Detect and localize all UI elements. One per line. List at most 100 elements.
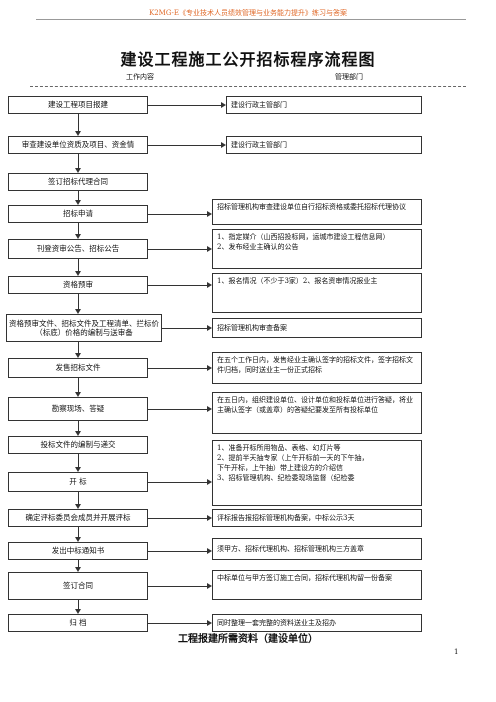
arrow-right-icon bbox=[207, 282, 212, 288]
dept-box: 1、报名情况（不少于3家）2、报名资审情况报业主 bbox=[212, 273, 422, 313]
connector-line bbox=[148, 586, 207, 587]
step-box: 招标申请 bbox=[8, 205, 148, 223]
connector-line bbox=[148, 105, 221, 106]
arrow-right-icon bbox=[207, 246, 212, 252]
step-box: 审查建设单位资质及项目、资金情 bbox=[8, 136, 148, 154]
connector-line bbox=[78, 421, 79, 431]
step-box: 资格预审文件、招标文件及工程清单、拦标价（标底）价格的编制与送审备 bbox=[6, 314, 162, 342]
arrow-down-icon bbox=[75, 168, 81, 173]
arrow-down-icon bbox=[75, 234, 81, 239]
arrow-right-icon bbox=[207, 211, 212, 217]
connector-line bbox=[78, 259, 79, 271]
arrow-right-icon bbox=[207, 406, 212, 412]
arrow-down-icon bbox=[75, 353, 81, 358]
dept-box: 建设行政主管部门 bbox=[226, 136, 422, 154]
connector-line bbox=[78, 560, 79, 567]
dept-text: 在五个工作日内，发售经业主确认签字的招标文件，签字招标文件归档，同时送业主一份正… bbox=[217, 356, 413, 375]
arrow-right-icon bbox=[207, 548, 212, 554]
connector-line bbox=[148, 249, 207, 250]
arrow-right-icon bbox=[221, 142, 226, 148]
step-box: 签订合同 bbox=[8, 572, 148, 600]
arrow-right-icon bbox=[207, 365, 212, 371]
page-number: 1 bbox=[454, 648, 459, 656]
connector-line bbox=[78, 527, 79, 537]
dept-text: 2、发布经业主确认的公告 bbox=[217, 243, 299, 252]
step-box: 发售招标文件 bbox=[8, 358, 148, 378]
dept-text: 2、提前半天抽专家（上午开标前一天的下午抽， bbox=[217, 454, 369, 463]
arrow-right-icon bbox=[207, 583, 212, 589]
dept-text: 评标报告报招标管理机构备案，中标公示3天 bbox=[217, 513, 355, 522]
arrow-down-icon bbox=[75, 567, 81, 572]
dept-text: 中标单位与甲方签订施工合同，招标代理机构留一份备案 bbox=[217, 574, 392, 582]
arrow-down-icon bbox=[75, 504, 81, 509]
dept-text: 1、报名情况（不少于3家）2、报名资审情况报业主 bbox=[217, 277, 378, 285]
step-box: 建设工程项目报建 bbox=[8, 96, 148, 114]
dept-box: 1、准备开标所用物品、表格、幻灯片等 2、提前半天抽专家（上午开标前一天的下午抽，… bbox=[212, 440, 422, 506]
dept-text: 招标管理机构审查备案 bbox=[217, 323, 287, 332]
page-header: K2MG-E《专业技术人员绩效管理与业务能力提升》练习与答案 bbox=[148, 9, 348, 17]
dept-text: 建设行政主管部门 bbox=[231, 100, 287, 109]
arrow-down-icon bbox=[75, 431, 81, 436]
arrow-right-icon bbox=[207, 325, 212, 331]
connector-line bbox=[162, 328, 207, 329]
dept-text: 须甲方、招标代理机构、招标管理机构三方盖章 bbox=[217, 544, 364, 553]
dept-text: 招标管理机构审查建设单位自行招标资格或委托招标代理协议 bbox=[217, 203, 406, 211]
connector-line bbox=[78, 191, 79, 200]
step-box: 刊登资审公告、招标公告 bbox=[8, 239, 148, 259]
dept-box: 中标单位与甲方签订施工合同，招标代理机构留一份备案 bbox=[212, 570, 422, 600]
connector-line bbox=[78, 600, 79, 609]
dept-box: 1、指定媒介（山西招投标网，运城市建设工程信息网）2、发布经业主确认的公告 bbox=[212, 229, 422, 269]
connector-line bbox=[78, 114, 79, 131]
connector-line bbox=[78, 378, 79, 392]
connector-line bbox=[78, 223, 79, 234]
dept-box: 在五日内，组织建设单位、设计单位和投标单位进行答疑，将业主确认签字（或盖章）的答… bbox=[212, 392, 422, 434]
step-box: 投标文件的编制与递交 bbox=[8, 436, 148, 454]
arrow-right-icon bbox=[207, 479, 212, 485]
column-label-work: 工作内容 bbox=[126, 73, 154, 81]
connector-line bbox=[148, 285, 207, 286]
connector-line bbox=[148, 368, 207, 369]
column-label-dept: 管理部门 bbox=[335, 73, 363, 81]
arrow-down-icon bbox=[75, 537, 81, 542]
step-box: 确定评标委员会成员并开展评标 bbox=[8, 509, 148, 527]
connector-line bbox=[148, 145, 221, 146]
arrow-down-icon bbox=[75, 392, 81, 397]
header-rule bbox=[36, 19, 466, 20]
arrow-down-icon bbox=[75, 609, 81, 614]
dashed-divider bbox=[30, 86, 466, 87]
dept-text: 在五日内，组织建设单位、设计单位和投标单位进行答疑，将业主确认签字（或盖章）的答… bbox=[217, 396, 413, 415]
connector-line bbox=[148, 551, 207, 552]
step-box: 归 档 bbox=[8, 614, 148, 632]
connector-line bbox=[148, 482, 207, 483]
dept-box: 招标管理机构审查备案 bbox=[212, 318, 422, 338]
connector-line bbox=[148, 409, 207, 410]
dept-text: 3、招标管理机构、纪检委现场监督（纪检委 bbox=[217, 474, 355, 483]
arrow-down-icon bbox=[75, 200, 81, 205]
dept-box: 须甲方、招标代理机构、招标管理机构三方盖章 bbox=[212, 538, 422, 560]
arrow-down-icon bbox=[75, 271, 81, 276]
connector-line bbox=[148, 623, 207, 624]
connector-line bbox=[148, 214, 207, 215]
dept-box: 建设行政主管部门 bbox=[226, 96, 422, 114]
connector-line bbox=[78, 342, 79, 353]
connector-line bbox=[78, 154, 79, 168]
arrow-right-icon bbox=[207, 620, 212, 626]
connector-line bbox=[148, 518, 207, 519]
arrow-right-icon bbox=[221, 102, 226, 108]
arrow-down-icon bbox=[75, 309, 81, 314]
connector-line bbox=[78, 492, 79, 504]
dept-box: 在五个工作日内，发售经业主确认签字的招标文件，签字招标文件归档，同时送业主一份正… bbox=[212, 352, 422, 384]
dept-text: 同时整理一套完整的资料送业主及招办 bbox=[217, 618, 336, 627]
arrow-right-icon bbox=[207, 515, 212, 521]
dept-box: 评标报告报招标管理机构备案，中标公示3天 bbox=[212, 509, 422, 527]
step-box: 发出中标通知书 bbox=[8, 542, 148, 560]
dept-text: 1、准备开标所用物品、表格、幻灯片等 bbox=[217, 444, 341, 452]
dept-box: 同时整理一套完整的资料送业主及招办 bbox=[212, 614, 422, 632]
connector-line bbox=[78, 454, 79, 467]
connector-line bbox=[78, 294, 79, 309]
step-box: 开 标 bbox=[8, 472, 148, 492]
dept-text: 下午开标，上午抽）带上建设方的介绍信 bbox=[217, 464, 343, 473]
dept-text: 建设行政主管部门 bbox=[231, 140, 287, 149]
section-heading: 工程报建所需资料（建设单位） bbox=[178, 634, 318, 645]
document-title: 建设工程施工公开招标程序流程图 bbox=[120, 50, 376, 69]
